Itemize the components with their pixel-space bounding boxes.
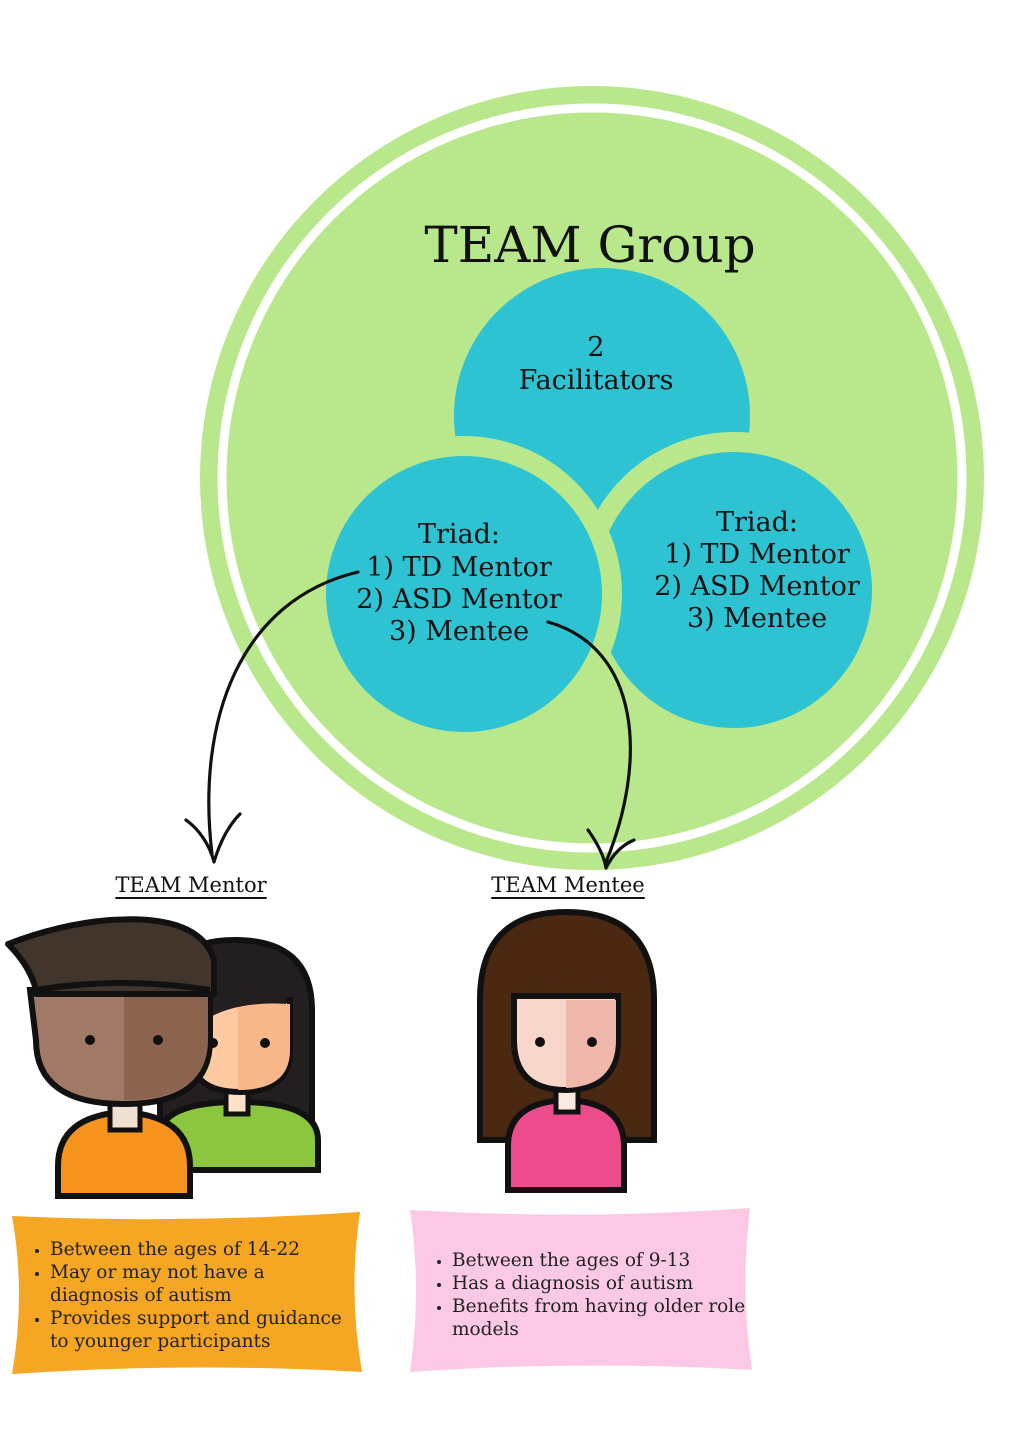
mentor-bullet-age: Between the ages of 14-22 — [50, 1238, 352, 1261]
mentee-girl-icon — [477, 908, 657, 1193]
mentor-bullet-support: Provides support and guidance to younger… — [50, 1307, 352, 1353]
left-triad-asd-mentor: 2) ASD Mentor — [356, 584, 562, 615]
mentee-bullet-diagnosis: Has a diagnosis of autism — [452, 1272, 748, 1295]
mentor-boy-icon — [5, 916, 217, 1199]
mentee-bullet-role-models: Benefits from having older role models — [452, 1295, 748, 1341]
mentee-card-shape — [410, 1208, 752, 1372]
mentor-heading: TEAM Mentor — [115, 873, 267, 897]
facilitators-count: 2 — [587, 332, 604, 363]
left-triad-title: Triad: — [418, 519, 500, 550]
mentor-bullet-diagnosis: May or may not have a diagnosis of autis… — [50, 1261, 352, 1307]
arrow-to-mentor — [207, 570, 360, 856]
arrow-to-mentee-head — [586, 828, 636, 870]
facilitators-label: Facilitators — [519, 365, 674, 396]
right-triad-mentee: 3) Mentee — [687, 603, 827, 634]
arrow-to-mentee — [546, 620, 632, 864]
right-triad-td-mentor: 1) TD Mentor — [664, 539, 850, 570]
right-triad-asd-mentor: 2) ASD Mentor — [654, 571, 860, 602]
left-triad-mentee: 3) Mentee — [389, 616, 529, 647]
arrow-to-mentor-head — [184, 812, 242, 864]
left-triad-td-mentor: 1) TD Mentor — [366, 552, 552, 583]
mentee-card: Between the ages of 9-13 Has a diagnosis… — [428, 1249, 748, 1341]
mentor-card: Between the ages of 14-22 May or may not… — [26, 1238, 352, 1353]
mentor-card-shape — [12, 1212, 362, 1374]
right-triad-title: Triad: — [716, 507, 798, 538]
mentee-heading: TEAM Mentee — [491, 873, 645, 897]
mentee-bullet-age: Between the ages of 9-13 — [452, 1249, 748, 1272]
group-title: TEAM Group — [424, 216, 755, 274]
left-triad-circle — [306, 436, 622, 752]
outer-group-ring — [217, 103, 967, 853]
